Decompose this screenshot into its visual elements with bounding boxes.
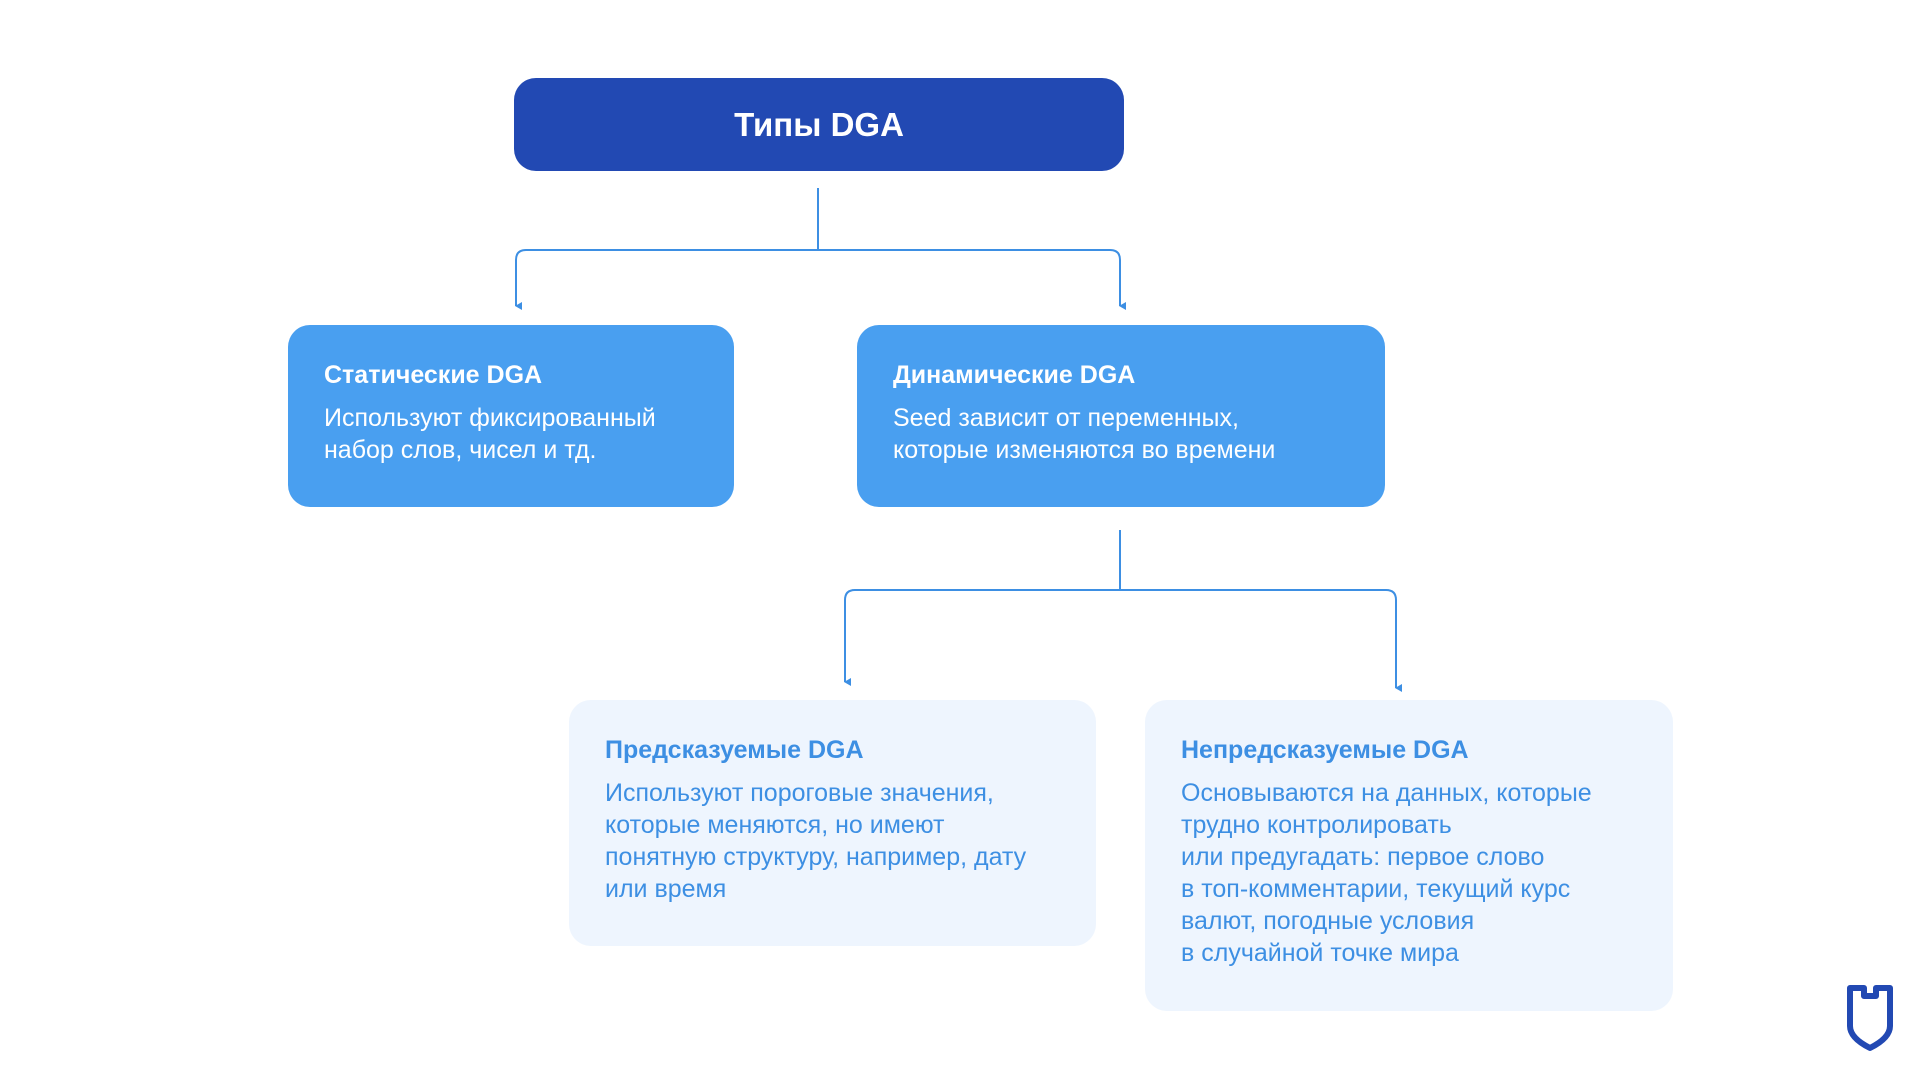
node-description: Основываются на данных, которые трудно к… bbox=[1181, 779, 1592, 967]
node-unpredictable-dga: Непредсказуемые DGA Основываются на данн… bbox=[1145, 700, 1673, 1011]
node-heading: Динамические DGA bbox=[893, 361, 1136, 389]
node-heading: Непредсказуемые DGA bbox=[1181, 736, 1469, 764]
node-heading: Предсказуемые DGA bbox=[605, 736, 864, 764]
node-description: Seed зависит от переменных, которые изме… bbox=[893, 404, 1276, 464]
node-static-dga: Статические DGA Используют фиксированный… bbox=[288, 325, 734, 507]
shield-icon bbox=[1847, 985, 1893, 1051]
node-predictable-dga: Предсказуемые DGA Используют пороговые з… bbox=[569, 700, 1096, 946]
connector-root-to-dynamic bbox=[818, 249, 1126, 310]
connector-root-to-static bbox=[515, 249, 818, 310]
node-dynamic-dga: Динамические DGA Seed зависит от перемен… bbox=[857, 325, 1385, 507]
node-description: Используют пороговые значения, которые м… bbox=[605, 779, 1027, 903]
connector-dynamic-to-unpredictable bbox=[1120, 589, 1402, 692]
root-node: Типы DGA bbox=[514, 78, 1124, 171]
node-heading: Статические DGA bbox=[324, 361, 543, 389]
connector-dynamic-to-predictable bbox=[844, 589, 1120, 686]
root-title: Типы DGA bbox=[734, 105, 904, 143]
node-description: Используют фиксированный набор слов, чис… bbox=[324, 404, 656, 464]
